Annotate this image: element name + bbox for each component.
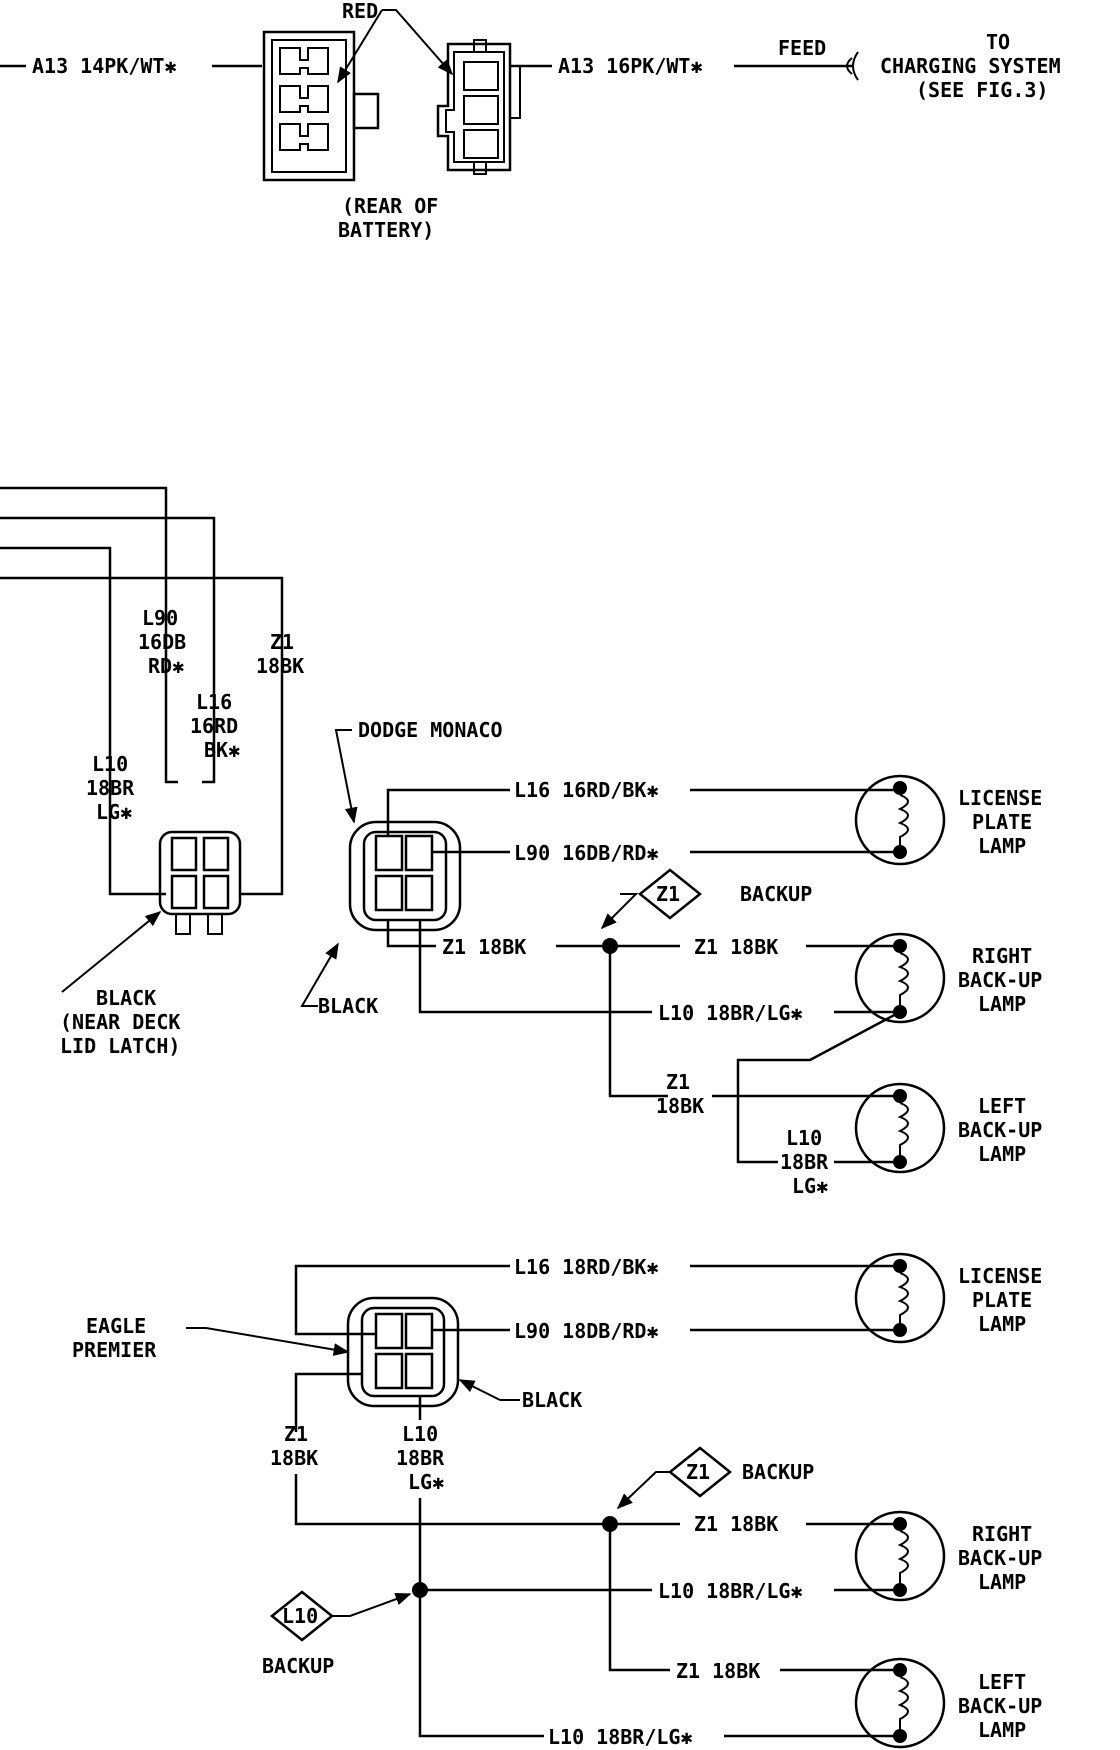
monaco-l90-label: L90 16DB/RD✱ [514,841,659,865]
eagle-right-line3: LAMP [978,1570,1026,1594]
deck-caption-line2: (NEAR DECK [60,1010,180,1034]
eagle-z1-lower-label: Z1 18BK [676,1659,760,1683]
monaco-splice-label: Z1 [656,882,680,906]
monaco-black-label: BLACK [318,994,378,1018]
monaco-left-line1: LEFT [978,1094,1026,1118]
monaco-l10-label: L10 18BR/LG✱ [658,1001,803,1025]
eagle-z1-line1: Z1 [284,1422,308,1446]
eagle-backup-label: BACKUP [742,1460,814,1484]
battery-connector-right [436,39,521,175]
monaco-z1-left-label: Z1 18BK [442,935,526,959]
monaco-z1-splice-diamond: Z1 [637,868,703,920]
deck-l16-label-2: 16RD [190,714,238,738]
deck-lid-connector [158,830,242,935]
battery-location-line1: (REAR OF [342,194,438,218]
eagle-l10-line3: LG✱ [408,1470,444,1494]
monaco-z1-right-label: Z1 18BK [694,935,778,959]
eagle-l10-right-label: L10 18BR/LG✱ [658,1579,803,1603]
eagle-license-line2: PLATE [972,1288,1032,1312]
monaco-license-lamp [854,774,946,866]
battery-connector-left [262,30,380,182]
monaco-license-line2: PLATE [972,810,1032,834]
eagle-l90-label: L90 18DB/RD✱ [514,1319,659,1343]
eagle-license-line1: LICENSE [958,1264,1042,1288]
eagle-black-label: BLACK [522,1388,582,1412]
see-fig-label: (SEE FIG.3) [916,78,1048,102]
monaco-l10-lower-3: LG✱ [792,1174,828,1198]
eagle-left-backup-lamp [854,1657,946,1749]
monaco-license-line1: LICENSE [958,786,1042,810]
feed-label: FEED [778,36,826,60]
deck-l90-label-2: 16DB [138,630,186,654]
monaco-license-line3: LAMP [978,834,1026,858]
eagle-l16-label: L16 18RD/BK✱ [514,1255,659,1279]
eagle-z1-splice-diamond: Z1 [667,1446,733,1498]
monaco-right-backup-lamp [854,932,946,1024]
eagle-l10-lower-label: L10 18BR/LG✱ [548,1725,693,1749]
monaco-l10-lower-2: 18BR [780,1150,829,1174]
eagle-left-line2: BACK-UP [958,1694,1042,1718]
eagle-left-line3: LAMP [978,1718,1026,1742]
eagle-premier-section: EAGLE PREMIER L16 18RD/BK✱ L90 18DB/RD✱ … [72,1252,1042,1749]
deck-l10-label-3: LG✱ [96,800,132,824]
monaco-right-line1: RIGHT [972,944,1032,968]
deck-l16-label-3: BK✱ [204,738,240,762]
eagle-l10-splice-label: L10 [282,1604,318,1628]
monaco-left-line3: LAMP [978,1142,1026,1166]
deck-lid-section: L90 16DB RD✱ Z1 18BK L16 16RD BK✱ L10 18… [0,486,304,1058]
deck-z1-label-2: 18BK [256,654,304,678]
battery-left-wire-label: A13 14PK/WT✱ [32,54,177,78]
eagle-connector [346,1296,460,1408]
deck-l90-label-3: RD✱ [148,654,184,678]
eagle-right-backup-lamp [854,1510,946,1602]
monaco-l10-lower-1: L10 [786,1126,822,1150]
battery-section: A13 14PK/WT✱ RED A13 16PK/WT✱ F [0,0,1061,242]
monaco-left-line2: BACK-UP [958,1118,1042,1142]
battery-location-line2: BATTERY) [338,218,434,242]
monaco-l16-label: L16 16RD/BK✱ [514,778,659,802]
eagle-title-line2: PREMIER [72,1338,157,1362]
monaco-z1-lower-2: 18BK [656,1094,704,1118]
monaco-connector [348,820,462,932]
eagle-l10-backup-label: BACKUP [262,1654,334,1678]
battery-right-wire-label: A13 16PK/WT✱ [558,54,703,78]
eagle-l10-line1: L10 [402,1422,438,1446]
deck-l16-label-1: L16 [196,690,232,714]
monaco-backup-label: BACKUP [740,882,812,906]
dodge-monaco-section: DODGE MONACO L16 16RD/BK✱ L90 16DB/RD✱ Z… [300,718,1042,1198]
deck-l10-label-1: L10 [92,752,128,776]
eagle-z1-line2: 18BK [270,1446,318,1470]
eagle-z1-right-label: Z1 18BK [694,1512,778,1536]
break-symbol [846,57,853,75]
charging-system-label: CHARGING SYSTEM [880,54,1061,78]
eagle-license-lamp [854,1252,946,1344]
deck-l90-label-1: L90 [142,606,178,630]
to-label: TO [986,30,1010,54]
eagle-right-line1: RIGHT [972,1522,1032,1546]
eagle-license-line3: LAMP [978,1312,1026,1336]
eagle-right-line2: BACK-UP [958,1546,1042,1570]
deck-caption-line1: BLACK [96,986,156,1010]
monaco-right-line2: BACK-UP [958,968,1042,992]
eagle-left-line1: LEFT [978,1670,1026,1694]
monaco-title: DODGE MONACO [358,718,503,742]
eagle-l10-splice-diamond: L10 [269,1590,335,1642]
monaco-right-line3: LAMP [978,992,1026,1016]
battery-red-label: RED [342,0,378,23]
monaco-left-backup-lamp [854,1082,946,1174]
eagle-l10-line2: 18BR [396,1446,445,1470]
deck-l10-label-2: 18BR [86,776,135,800]
eagle-splice-label: Z1 [686,1460,710,1484]
monaco-z1-lower-1: Z1 [666,1070,690,1094]
deck-z1-label-1: Z1 [270,630,294,654]
eagle-title-line1: EAGLE [86,1314,146,1338]
deck-caption-line3: LID LATCH) [60,1034,180,1058]
